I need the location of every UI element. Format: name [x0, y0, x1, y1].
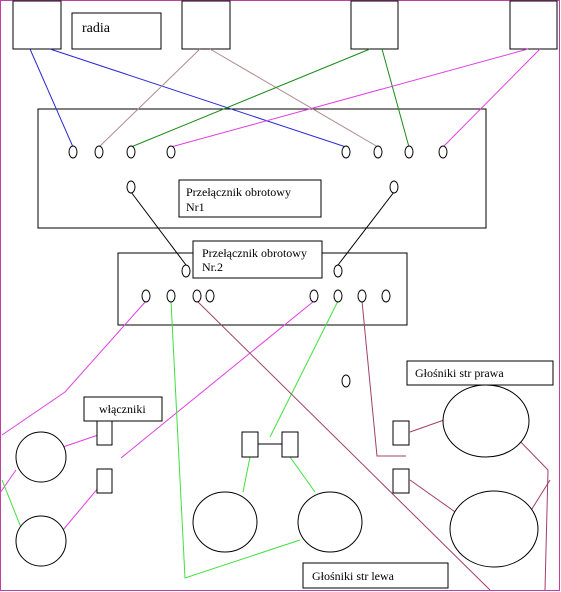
source-box-4: [509, 0, 558, 50]
wire-edge-a: [0, 469, 17, 494]
switch-box-right-bottom: [392, 468, 410, 494]
wire-black-a: [130, 191, 187, 266]
wire-magenta-a: [170, 48, 529, 148]
left-speakers-label: Głośniki str lewa: [312, 569, 394, 583]
wire-lightgreen-b: [269, 300, 339, 438]
radio-label-box: [71, 12, 162, 50]
speaker-extra-top: [15, 431, 67, 483]
switch1-label-line1: Przełącznik obrotowy: [186, 185, 291, 199]
wire-right-b: [409, 479, 459, 515]
s1-terminal: [126, 145, 136, 159]
speaker-right-1: [442, 384, 530, 458]
wire-green-a: [130, 48, 371, 148]
speaker-extra-bottom: [15, 515, 67, 567]
switch1-label-box: [178, 179, 322, 218]
speaker-left-2: [297, 491, 363, 553]
wire-maroon-b: [361, 300, 406, 457]
switches-label-box: [83, 396, 163, 422]
switch-box-center-left: [241, 431, 259, 458]
s1-common-terminal: [126, 180, 136, 194]
s1-common-terminal: [389, 180, 399, 194]
wire-magenta-left: [1, 300, 147, 436]
s1-terminal: [373, 145, 383, 159]
s2-terminal: [357, 289, 367, 303]
s1-terminal: [166, 145, 176, 159]
wire-rosy-b: [209, 48, 379, 148]
s1-terminal: [94, 145, 104, 159]
wire-maroon-a: [196, 300, 491, 591]
switch-box-center-right: [281, 431, 299, 458]
s1-terminal: [438, 145, 448, 159]
wire-blue-b: [49, 48, 347, 148]
wire-black-b: [337, 191, 395, 266]
s1-terminal: [341, 145, 351, 159]
s1-terminal: [68, 145, 78, 159]
stray-terminal: [341, 374, 351, 388]
wire-rosy-a: [98, 48, 201, 148]
wire-magenta-b: [442, 48, 541, 148]
speaker-left-1: [192, 491, 258, 553]
wire-magenta-mid: [120, 300, 315, 459]
wire-edge-b: [1, 479, 23, 531]
radio-label: radia: [82, 21, 110, 36]
wire-center-b: [289, 456, 316, 493]
source-box-2: [181, 0, 231, 50]
wire-center-a: [242, 456, 251, 493]
switch2-label-box: [192, 240, 323, 279]
s2-terminal: [309, 289, 319, 303]
s1-terminal: [404, 145, 414, 159]
source-box-3: [350, 0, 399, 50]
speaker-right-2: [449, 490, 539, 568]
switch1-label-line2: Nr1: [186, 200, 205, 214]
s2-terminal: [205, 289, 215, 303]
wire-lightgreen-a: [170, 300, 301, 579]
switch-box-right-top: [392, 420, 410, 446]
right-speakers-label-box: [406, 360, 554, 386]
s2-common-terminal: [181, 264, 191, 278]
right-speakers-label: Głośniki str prawa: [415, 366, 504, 380]
s2-terminal: [192, 289, 202, 303]
rotary-switch-1: [37, 108, 487, 229]
s2-common-terminal: [333, 264, 343, 278]
s2-terminal: [381, 289, 391, 303]
s2-terminal: [141, 289, 151, 303]
wire-right-a: [409, 419, 445, 433]
source-box-1: [12, 0, 62, 50]
switches-label: włączniki: [99, 402, 146, 416]
wire-green-b: [381, 48, 410, 148]
left-speakers-label-box: [302, 562, 449, 589]
s2-terminal: [333, 289, 343, 303]
wire-blue-a: [29, 48, 74, 148]
switch-box-left-top: [96, 420, 113, 446]
switch2-label-line2: Nr.2: [202, 260, 223, 274]
s2-terminal: [166, 289, 176, 303]
switch2-label-line1: Przełącznik obrotowy: [202, 246, 307, 260]
switch-box-left-bottom: [96, 468, 113, 494]
